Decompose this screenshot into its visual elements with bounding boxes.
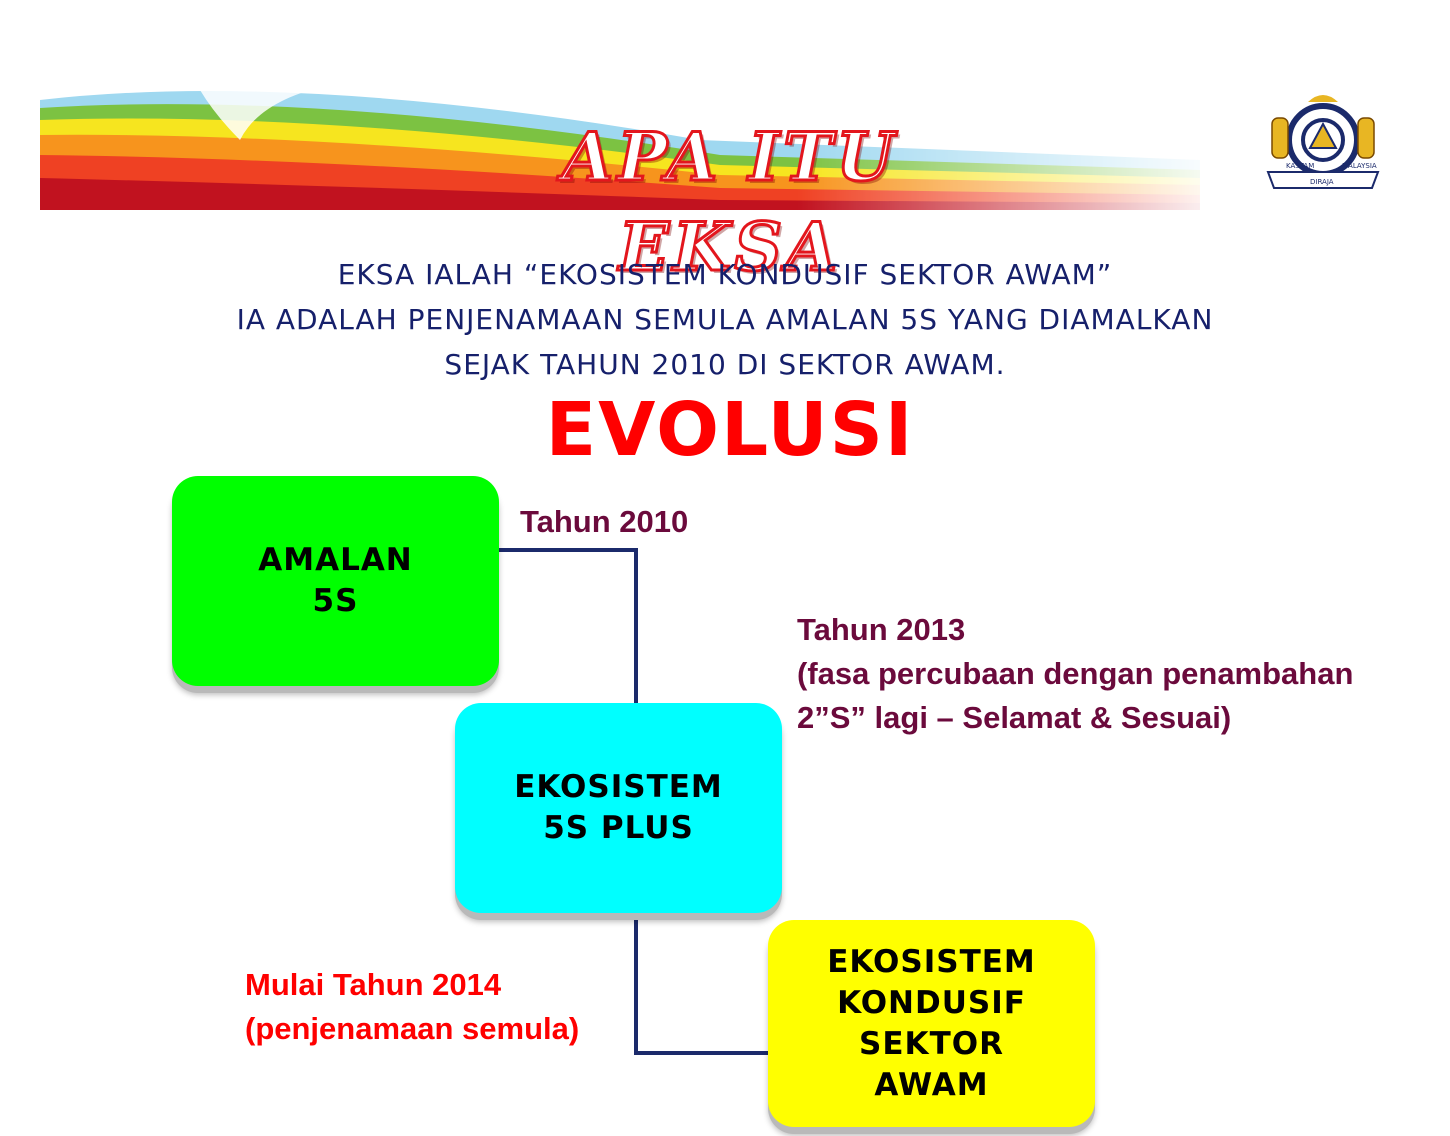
stage-label: SEKTOR (859, 1025, 1004, 1062)
stage-label: AMALAN (258, 542, 413, 578)
stage-label: AWAM (874, 1066, 989, 1103)
stage-label: EKOSISTEM (514, 769, 723, 805)
emblem-left-text: KASTAM (1286, 162, 1314, 170)
stage-box-ekosistem-5s-plus: EKOSISTEM 5S PLUS (455, 703, 782, 913)
note-line: Mulai Tahun 2014 (245, 967, 502, 1002)
connector-1 (499, 548, 638, 703)
stage-box-eksa: EKOSISTEM KONDUSIF SEKTOR AWAM (768, 920, 1095, 1127)
intro-line: EKSA IALAH “EKOSISTEM KONDUSIF SEKTOR AW… (337, 258, 1113, 291)
note-line: 2”S” lagi – Selamat & Sesuai) (797, 700, 1232, 735)
note-line: (fasa percubaan dengan penambahan (797, 656, 1354, 691)
note-line: Tahun 2010 (520, 504, 689, 539)
page-title: APA ITU EKSA (561, 117, 898, 288)
stage-label: 5S PLUS (543, 810, 694, 846)
note-line: (penjenamaan semula) (245, 1011, 580, 1046)
note-year-2014: Mulai Tahun 2014 (penjenamaan semula) (245, 963, 579, 1051)
emblem-right-text: MALAYSIA (1342, 162, 1377, 170)
stage-box-amalan: AMALAN 5S (172, 476, 499, 686)
section-heading: EVOLUSI (545, 387, 915, 473)
note-year-2010: Tahun 2010 (520, 500, 688, 544)
intro-line: IA ADALAH PENJENAMAAN SEMULA AMALAN 5S Y… (236, 303, 1214, 336)
note-year-2013: Tahun 2013 (fasa percubaan dengan penamb… (797, 608, 1353, 740)
connector-2 (634, 913, 768, 1055)
stage-label: 5S (312, 583, 359, 619)
intro-line: SEJAK TAHUN 2010 DI SEKTOR AWAM. (444, 348, 1006, 381)
intro-text: EKSA IALAH “EKOSISTEM KONDUSIF SEKTOR AW… (60, 252, 1390, 387)
stage-label: KONDUSIF (837, 984, 1026, 1021)
customs-crest-icon: KASTAM DIRAJA MALAYSIA (1266, 95, 1380, 189)
note-line: Tahun 2013 (797, 612, 966, 647)
emblem-bottom-text: DIRAJA (1310, 178, 1334, 186)
header-banner (40, 81, 1200, 210)
stage-label: EKOSISTEM (827, 943, 1036, 980)
